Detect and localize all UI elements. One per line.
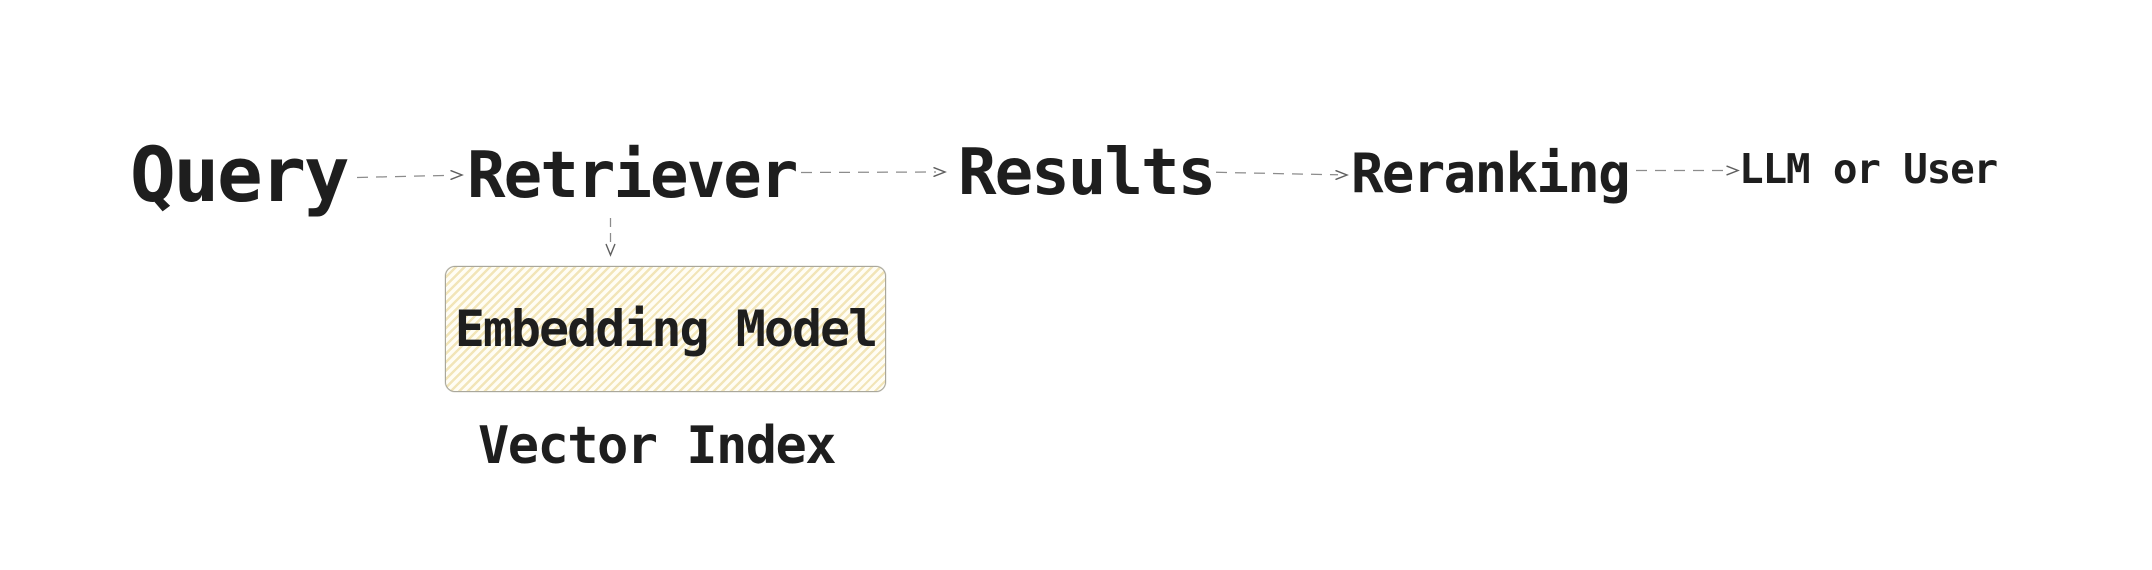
node-results: Results [958,136,1216,210]
edge-retriever-embedding-model [605,218,616,257]
node-embedding-model-box: Embedding Model [445,266,886,392]
node-llm-or-user: LLM or User [1739,145,1998,193]
edge-results-reranking [1215,170,1349,180]
node-reranking: Reranking [1351,142,1631,205]
edge-reranking-llm-or-user [1636,165,1740,176]
edge-query-retriever [356,170,464,180]
node-embedding-model-label: Embedding Model [454,300,879,358]
edge-retriever-results [800,167,947,177]
node-query: Query [130,130,350,219]
node-retriever: Retriever [467,139,798,213]
node-vector-index: Vector Index [478,416,837,476]
